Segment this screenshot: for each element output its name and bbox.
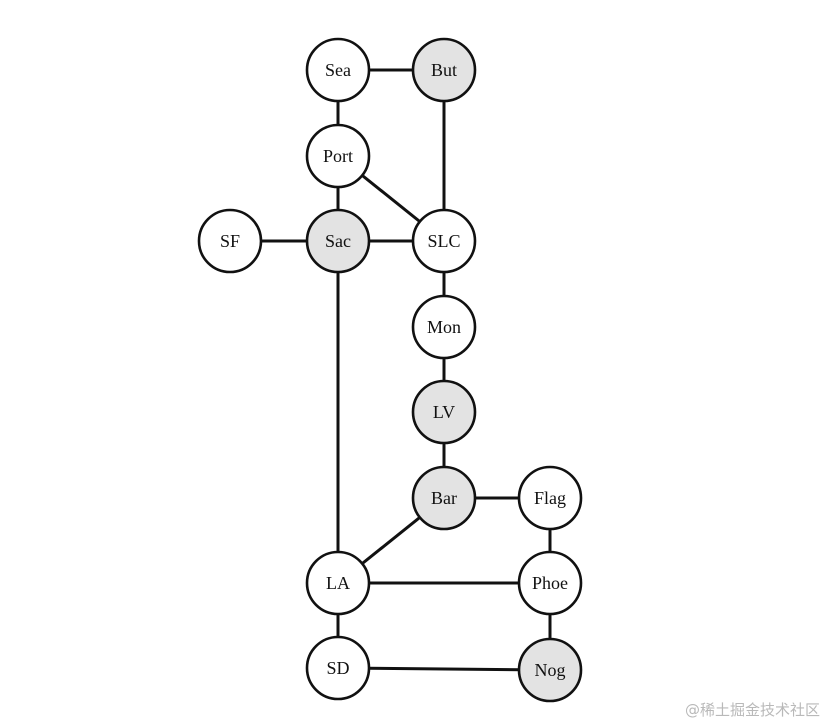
node-circle-sf bbox=[197, 208, 263, 274]
node-label-lv: LV bbox=[433, 402, 455, 422]
node-circle-sea bbox=[305, 37, 371, 103]
node-sd: SD bbox=[305, 635, 371, 701]
node-label-sf: SF bbox=[220, 231, 240, 251]
node-label-bar: Bar bbox=[431, 488, 457, 508]
node-bar: Bar bbox=[411, 465, 477, 531]
node-label-nog: Nog bbox=[535, 660, 566, 680]
node-label-port: Port bbox=[323, 146, 353, 166]
node-flag: Flag bbox=[517, 465, 583, 531]
node-circle-mon bbox=[411, 294, 477, 360]
node-lv: LV bbox=[411, 379, 477, 445]
node-label-sea: Sea bbox=[325, 60, 351, 80]
node-circle-sd bbox=[305, 635, 371, 701]
node-circle-sac bbox=[305, 208, 371, 274]
node-sac: Sac bbox=[305, 208, 371, 274]
watermark-text: @稀土掘金技术社区 bbox=[684, 701, 820, 719]
node-circle-lv bbox=[411, 379, 477, 445]
node-label-phoe: Phoe bbox=[532, 573, 568, 593]
edges-layer bbox=[230, 68, 552, 672]
node-label-mon: Mon bbox=[427, 317, 461, 337]
node-nog: Nog bbox=[517, 637, 583, 703]
node-circle-phoe bbox=[517, 550, 583, 616]
node-phoe: Phoe bbox=[517, 550, 583, 616]
node-sf: SF bbox=[197, 208, 263, 274]
node-label-sd: SD bbox=[326, 658, 349, 678]
node-sea: Sea bbox=[305, 37, 371, 103]
node-label-sac: Sac bbox=[325, 231, 351, 251]
edge-sd-nog bbox=[337, 666, 551, 672]
node-label-flag: Flag bbox=[534, 488, 566, 508]
node-circle-slc bbox=[411, 208, 477, 274]
node-label-la: LA bbox=[326, 573, 350, 593]
node-circle-nog bbox=[517, 637, 583, 703]
node-circle-la bbox=[305, 550, 371, 616]
node-circle-flag bbox=[517, 465, 583, 531]
node-but: But bbox=[411, 37, 477, 103]
node-slc: SLC bbox=[411, 208, 477, 274]
node-la: LA bbox=[305, 550, 371, 616]
node-circle-but bbox=[411, 37, 477, 103]
node-mon: Mon bbox=[411, 294, 477, 360]
node-label-but: But bbox=[431, 60, 457, 80]
node-port: Port bbox=[305, 123, 371, 189]
node-label-slc: SLC bbox=[427, 231, 460, 251]
node-circle-port bbox=[305, 123, 371, 189]
node-circle-bar bbox=[411, 465, 477, 531]
